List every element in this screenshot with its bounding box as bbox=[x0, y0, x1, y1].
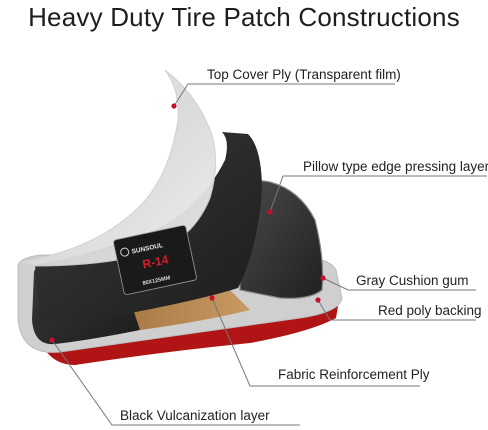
dot-black bbox=[49, 337, 55, 343]
callout-fabric-reinforcement-ply: Fabric Reinforcement Ply bbox=[278, 367, 430, 382]
callout-pillow-edge-layer: Pillow type edge pressing layer bbox=[303, 159, 488, 174]
dot-gray-cushion bbox=[320, 275, 326, 281]
diagram-title: Heavy Duty Tire Patch Constructions bbox=[28, 2, 460, 32]
dot-fabric bbox=[209, 295, 215, 301]
callout-gray-cushion-gum: Gray Cushion gum bbox=[356, 273, 469, 288]
callout-red-poly-backing: Red poly backing bbox=[378, 303, 482, 318]
leader-fabric bbox=[211, 297, 420, 387]
leader-black bbox=[51, 339, 300, 426]
callout-top-cover-ply: Top Cover Ply (Transparent film) bbox=[207, 67, 401, 82]
leader-gray-cushion bbox=[322, 277, 476, 291]
label-model: R-14 bbox=[141, 252, 170, 271]
curved-patch-body bbox=[35, 132, 262, 322]
marker-dots bbox=[49, 103, 326, 343]
dot-red-poly bbox=[315, 297, 321, 303]
leader-top-cover bbox=[173, 83, 395, 107]
leader-pillow bbox=[269, 175, 487, 213]
leader-lines bbox=[51, 83, 487, 426]
dot-top-cover bbox=[171, 103, 177, 109]
dot-pillow bbox=[267, 209, 273, 215]
callout-black-vulcanization-layer: Black Vulcanization layer bbox=[120, 408, 270, 423]
leader-red-poly bbox=[317, 299, 476, 321]
product-label: SUNSOUL R-14 80X125MM bbox=[113, 225, 197, 295]
label-size: 80X125MM bbox=[142, 275, 171, 287]
